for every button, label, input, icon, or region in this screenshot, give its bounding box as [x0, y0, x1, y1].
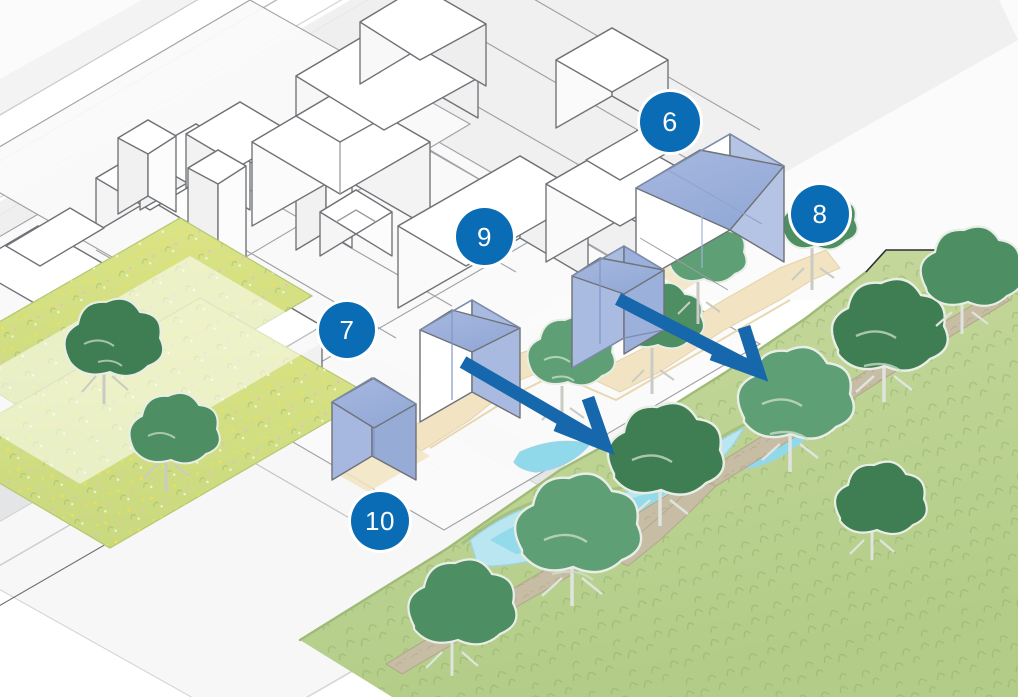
marker-8[interactable]: 8: [791, 185, 849, 243]
tree: [833, 460, 928, 560]
arrow-west: [459, 356, 615, 456]
marker-10-label: 10: [365, 506, 395, 536]
marker-9[interactable]: 9: [456, 208, 513, 265]
tree: [128, 392, 221, 492]
tree: [407, 558, 518, 676]
dwelling-7b: [331, 377, 417, 481]
dwelling-6: [635, 133, 785, 291]
tree: [513, 472, 643, 606]
marker-6[interactable]: 6: [640, 92, 700, 152]
arrow-east: [615, 293, 769, 382]
tree: [736, 345, 855, 472]
dwelling-9: [571, 245, 665, 369]
marker-10[interactable]: 10: [351, 492, 409, 550]
marker-6-label: 6: [662, 106, 678, 137]
marker-7[interactable]: 7: [319, 302, 375, 358]
marker-8-label: 8: [812, 199, 828, 229]
tree: [63, 297, 164, 404]
tree: [919, 225, 1018, 334]
direction-arrows: [459, 293, 769, 456]
marker-9-label: 9: [477, 221, 492, 252]
marker-7-label: 7: [339, 315, 355, 345]
tree: [830, 277, 949, 402]
